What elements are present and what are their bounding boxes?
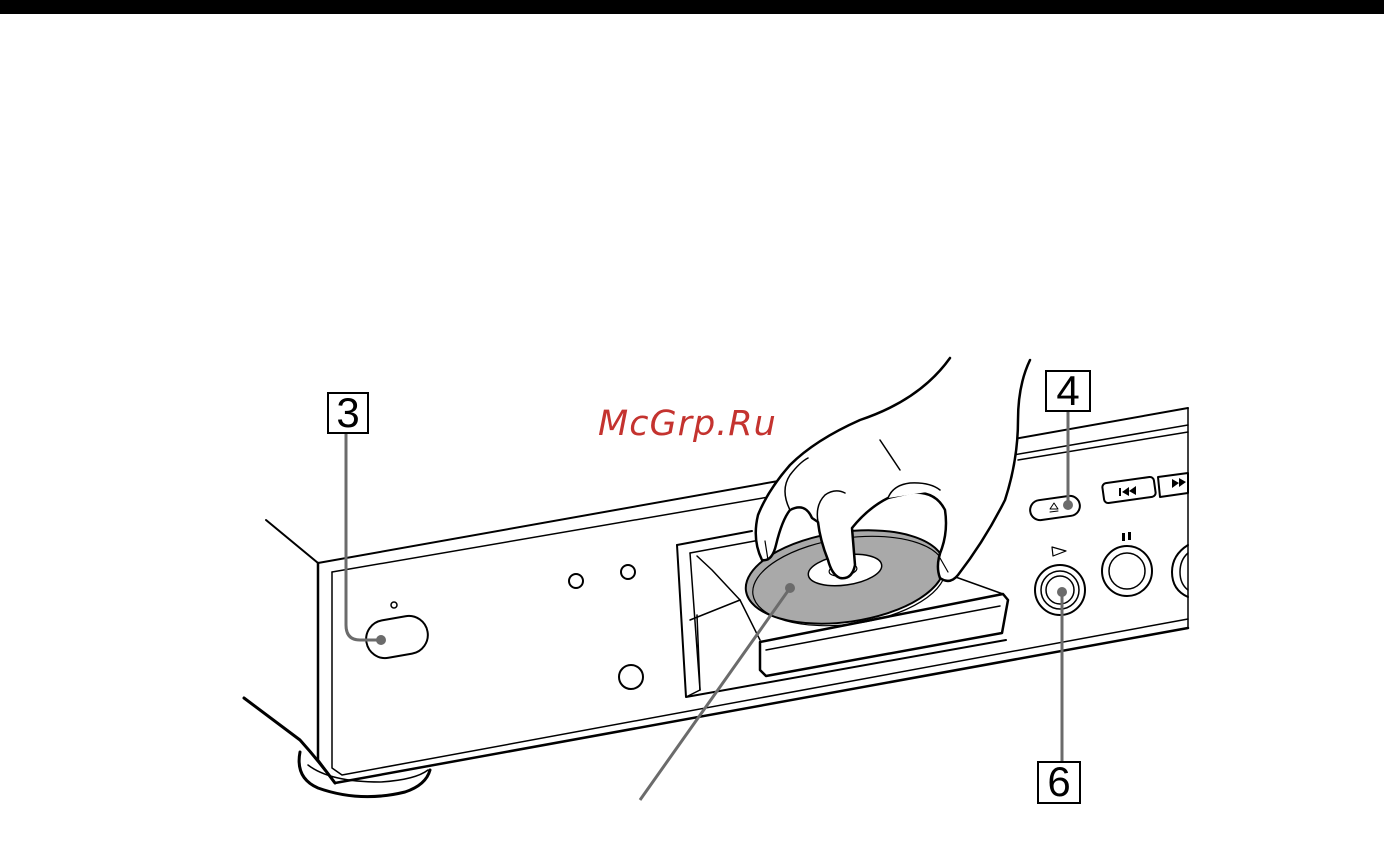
standby-led (391, 602, 397, 608)
leader-dot-disc (785, 583, 795, 593)
leader-line-disc (640, 588, 790, 800)
jack-right (621, 565, 635, 579)
power-button[interactable] (363, 613, 431, 661)
watermark: McGrp.Ru (598, 404, 777, 444)
leader-dot-power (376, 635, 386, 645)
callout-eject-step: 4 (1045, 370, 1091, 412)
phones-jack (619, 665, 643, 689)
control-panel (1018, 432, 1188, 615)
leader-dot-play (1057, 587, 1067, 597)
leader-dot-eject (1063, 500, 1073, 510)
jack-left (569, 574, 583, 588)
callout-power-step: 3 (327, 392, 369, 434)
eject-button[interactable] (1029, 495, 1081, 522)
pause-icon (1122, 532, 1131, 541)
prev-track-icon (1119, 486, 1136, 496)
eject-icon (1050, 503, 1058, 512)
next-track-icon (1172, 478, 1186, 488)
pause-button[interactable] (1102, 546, 1152, 596)
callout-play-step: 6 (1037, 761, 1081, 804)
play-icon (1052, 547, 1066, 556)
leader-line-power (346, 432, 380, 640)
